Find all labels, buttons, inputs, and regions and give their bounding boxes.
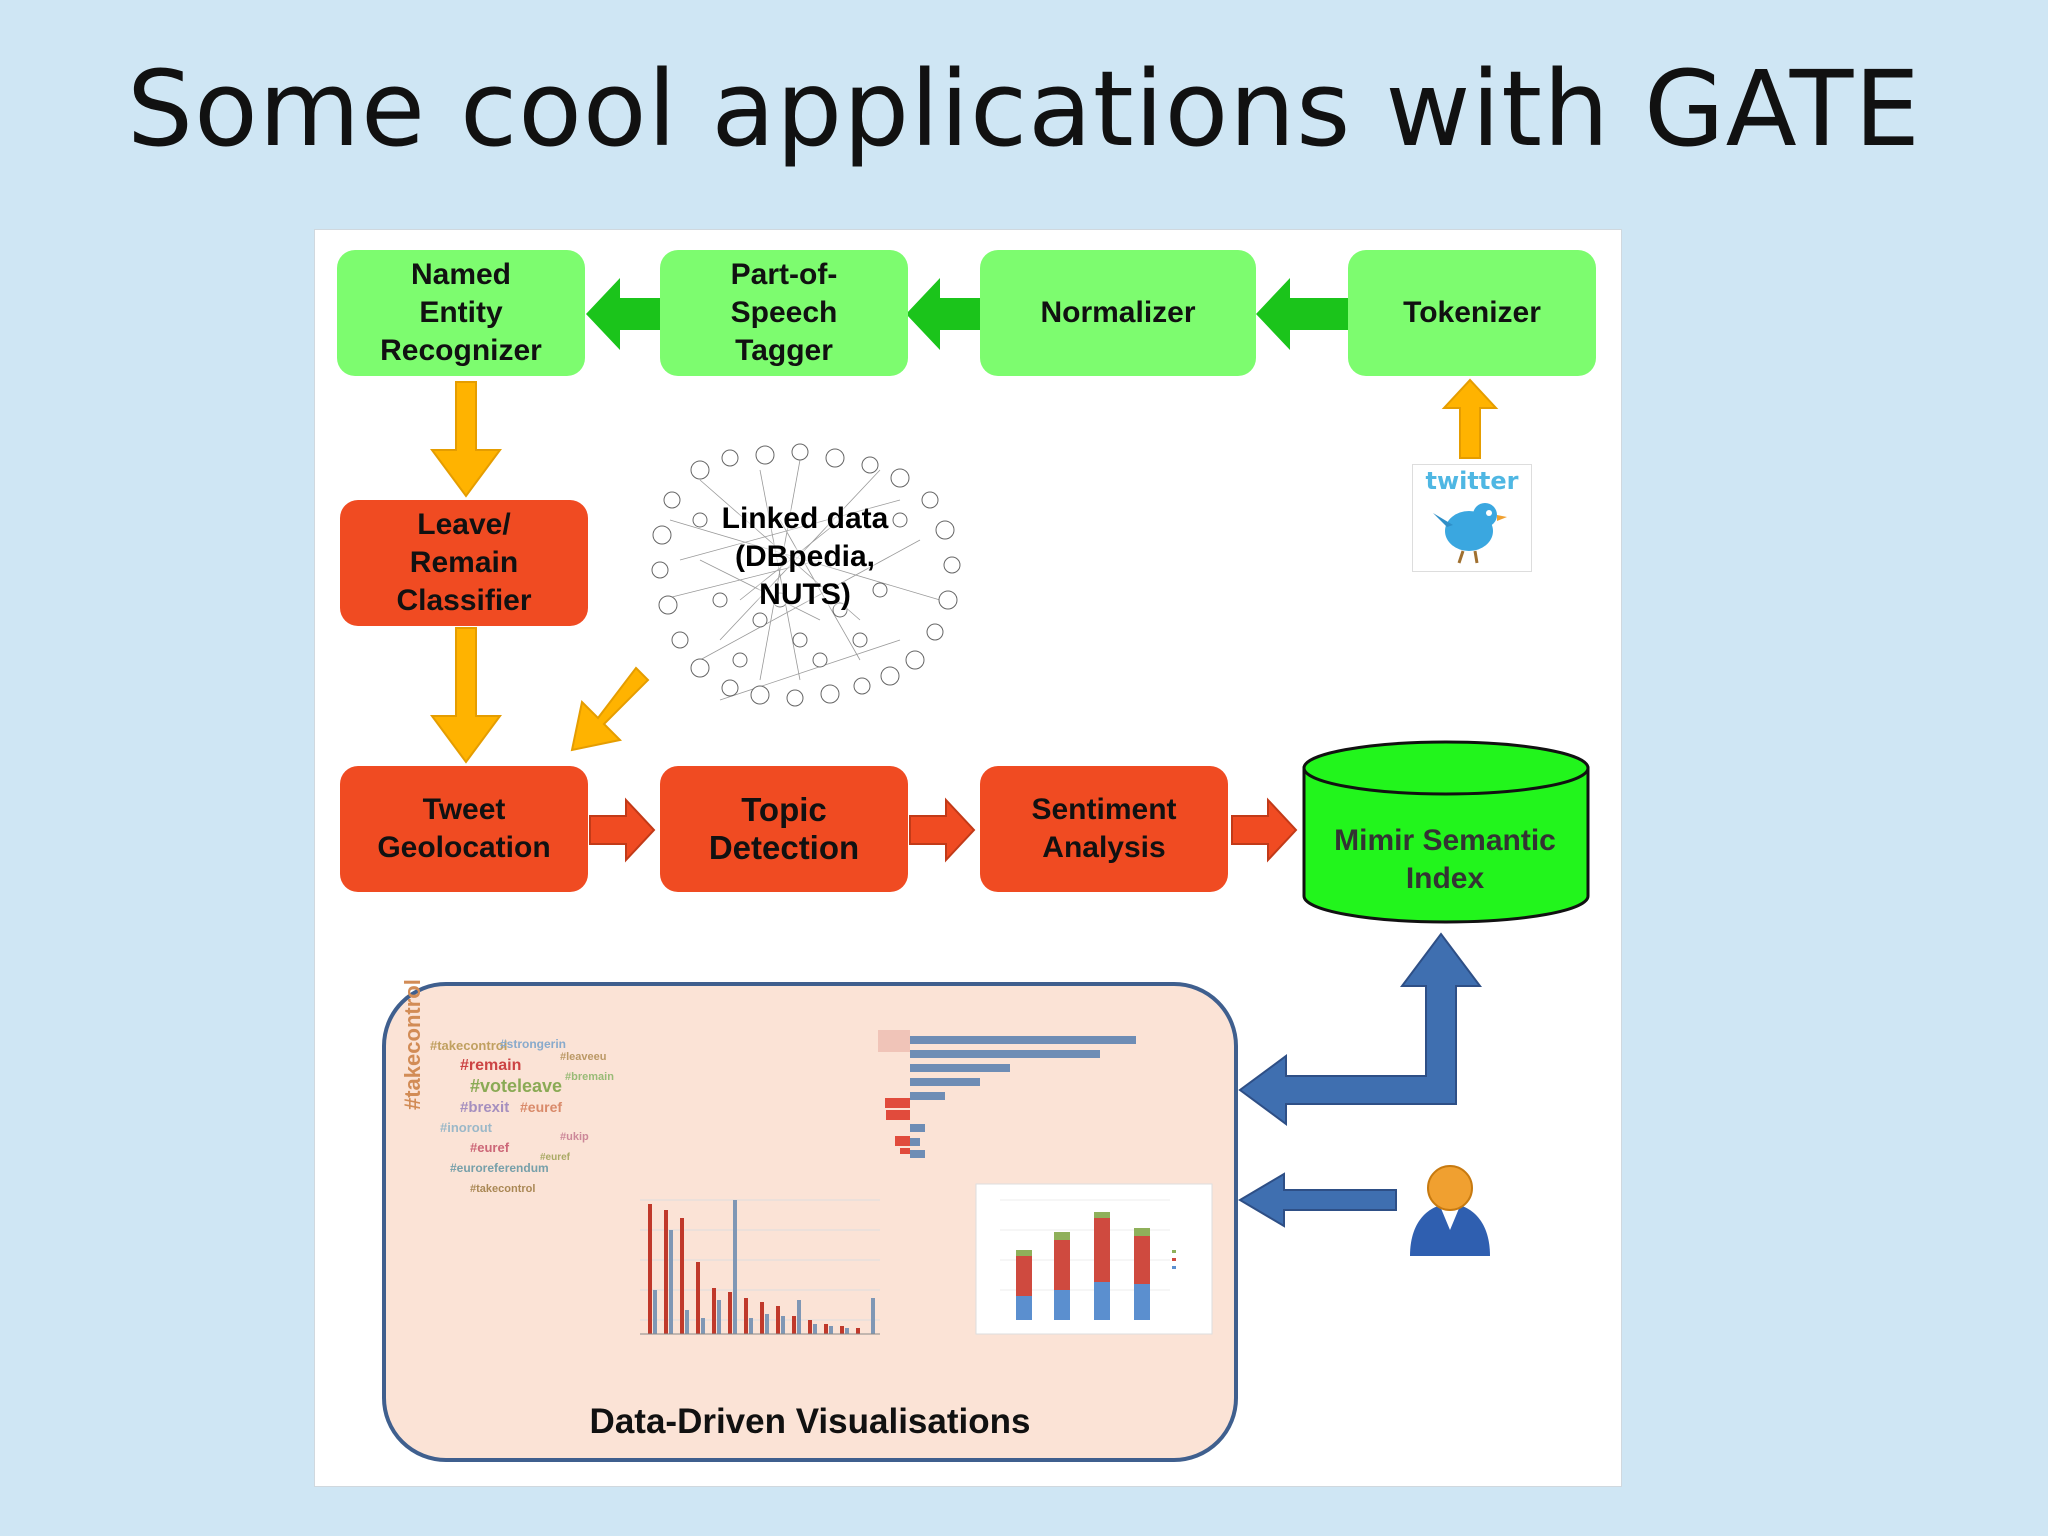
visualisations-label: Data-Driven Visualisations: [589, 1402, 1031, 1441]
arrow-sentiment-to-index: [1231, 797, 1298, 863]
svg-text:#leaveeu: #leaveeu: [560, 1051, 606, 1063]
classifier-box: Leave/ Remain Classifier: [340, 500, 588, 626]
topic-detection-label: Topic Detection: [708, 791, 860, 866]
green-arrows: [586, 278, 1348, 350]
svg-text:#euref: #euref: [540, 1152, 571, 1163]
twitter-wordmark: twitter: [1425, 467, 1519, 495]
user-icon: [1410, 1165, 1490, 1256]
pos-tagger-label: Part-of- Speech Tagger: [730, 258, 838, 367]
horizontal-bar-thumbnail: [826, 1010, 1146, 1160]
index-label: Mimir Semantic Index: [1334, 824, 1556, 895]
arrow-topic-to-sentiment: [909, 797, 976, 863]
arrow-geo-to-topic: [589, 797, 656, 863]
twitter-logo: twitter: [1412, 464, 1532, 572]
normalizer-box: Normalizer: [980, 250, 1256, 376]
svg-text:#inorout: #inorout: [440, 1120, 493, 1135]
svg-text:#takecontrol: #takecontrol: [430, 1038, 507, 1053]
svg-text:#euref: #euref: [520, 1099, 562, 1115]
arrow-linkeddata-to-geolocation: [570, 666, 650, 752]
svg-text:#voteleave: #voteleave: [470, 1076, 562, 1096]
word-cloud-thumbnail: #takecontrol #remain #voteleave #brexit …: [400, 979, 614, 1195]
svg-text:#takecontrol: #takecontrol: [470, 1183, 535, 1195]
sentiment-analysis-box: Sentiment Analysis: [980, 766, 1228, 892]
svg-text:#ukip: #ukip: [560, 1131, 589, 1143]
arrow-tokenizer-to-normalizer: [1256, 278, 1348, 350]
arrow-user-to-visualisations: [1238, 1172, 1397, 1228]
arrow-classifier-to-geolocation: [430, 627, 502, 764]
svg-text:#brexit: #brexit: [460, 1099, 509, 1116]
linked-data-graph: [651, 443, 961, 707]
svg-text:#euref: #euref: [470, 1140, 510, 1155]
classifier-label: Leave/ Remain Classifier: [396, 508, 532, 617]
arrow-index-to-visualisations-path: [1238, 932, 1482, 1126]
sentiment-analysis-label: Sentiment Analysis: [1031, 793, 1177, 864]
blue-arrows: [1238, 932, 1482, 1228]
svg-text:#strongerin: #strongerin: [500, 1037, 566, 1051]
svg-text:#remain: #remain: [460, 1057, 521, 1074]
geolocation-box: Tweet Geolocation: [340, 766, 588, 892]
svg-text:#euroreferendum: #euroreferendum: [450, 1161, 549, 1175]
arrow-normalizer-to-pos: [906, 278, 980, 350]
topic-detection-box: Topic Detection: [660, 766, 908, 892]
tokenizer-label: Tokenizer: [1403, 296, 1541, 329]
svg-text:#bremain: #bremain: [565, 1071, 614, 1083]
slide-title: Some cool applications with GATE: [127, 48, 1921, 170]
stacked-bar-thumbnail: [975, 1183, 1213, 1335]
index-cylinder: [1302, 740, 1590, 924]
pos-tagger-box: Part-of- Speech Tagger: [660, 250, 908, 376]
svg-text:#takecontrol: #takecontrol: [400, 979, 425, 1110]
arrow-twitter-to-tokenizer: [1441, 378, 1499, 459]
red-arrows: [589, 797, 1298, 863]
tokenizer-box: Tokenizer: [1348, 250, 1596, 376]
named-entity-recognizer-label: Named Entity Recognizer: [380, 258, 542, 367]
arrow-pos-to-ner: [586, 278, 660, 350]
linked-data-label: Linked data (DBpedia, NUTS): [721, 502, 889, 611]
twitter-bird-icon: [1433, 503, 1507, 564]
arrow-ner-to-classifier: [430, 381, 502, 498]
yellow-arrows: [430, 378, 1499, 764]
normalizer-label: Normalizer: [1040, 296, 1196, 329]
geolocation-label: Tweet Geolocation: [377, 793, 551, 864]
named-entity-recognizer-box: Named Entity Recognizer: [337, 250, 585, 376]
vertical-bar-thumbnail: [640, 1199, 880, 1335]
